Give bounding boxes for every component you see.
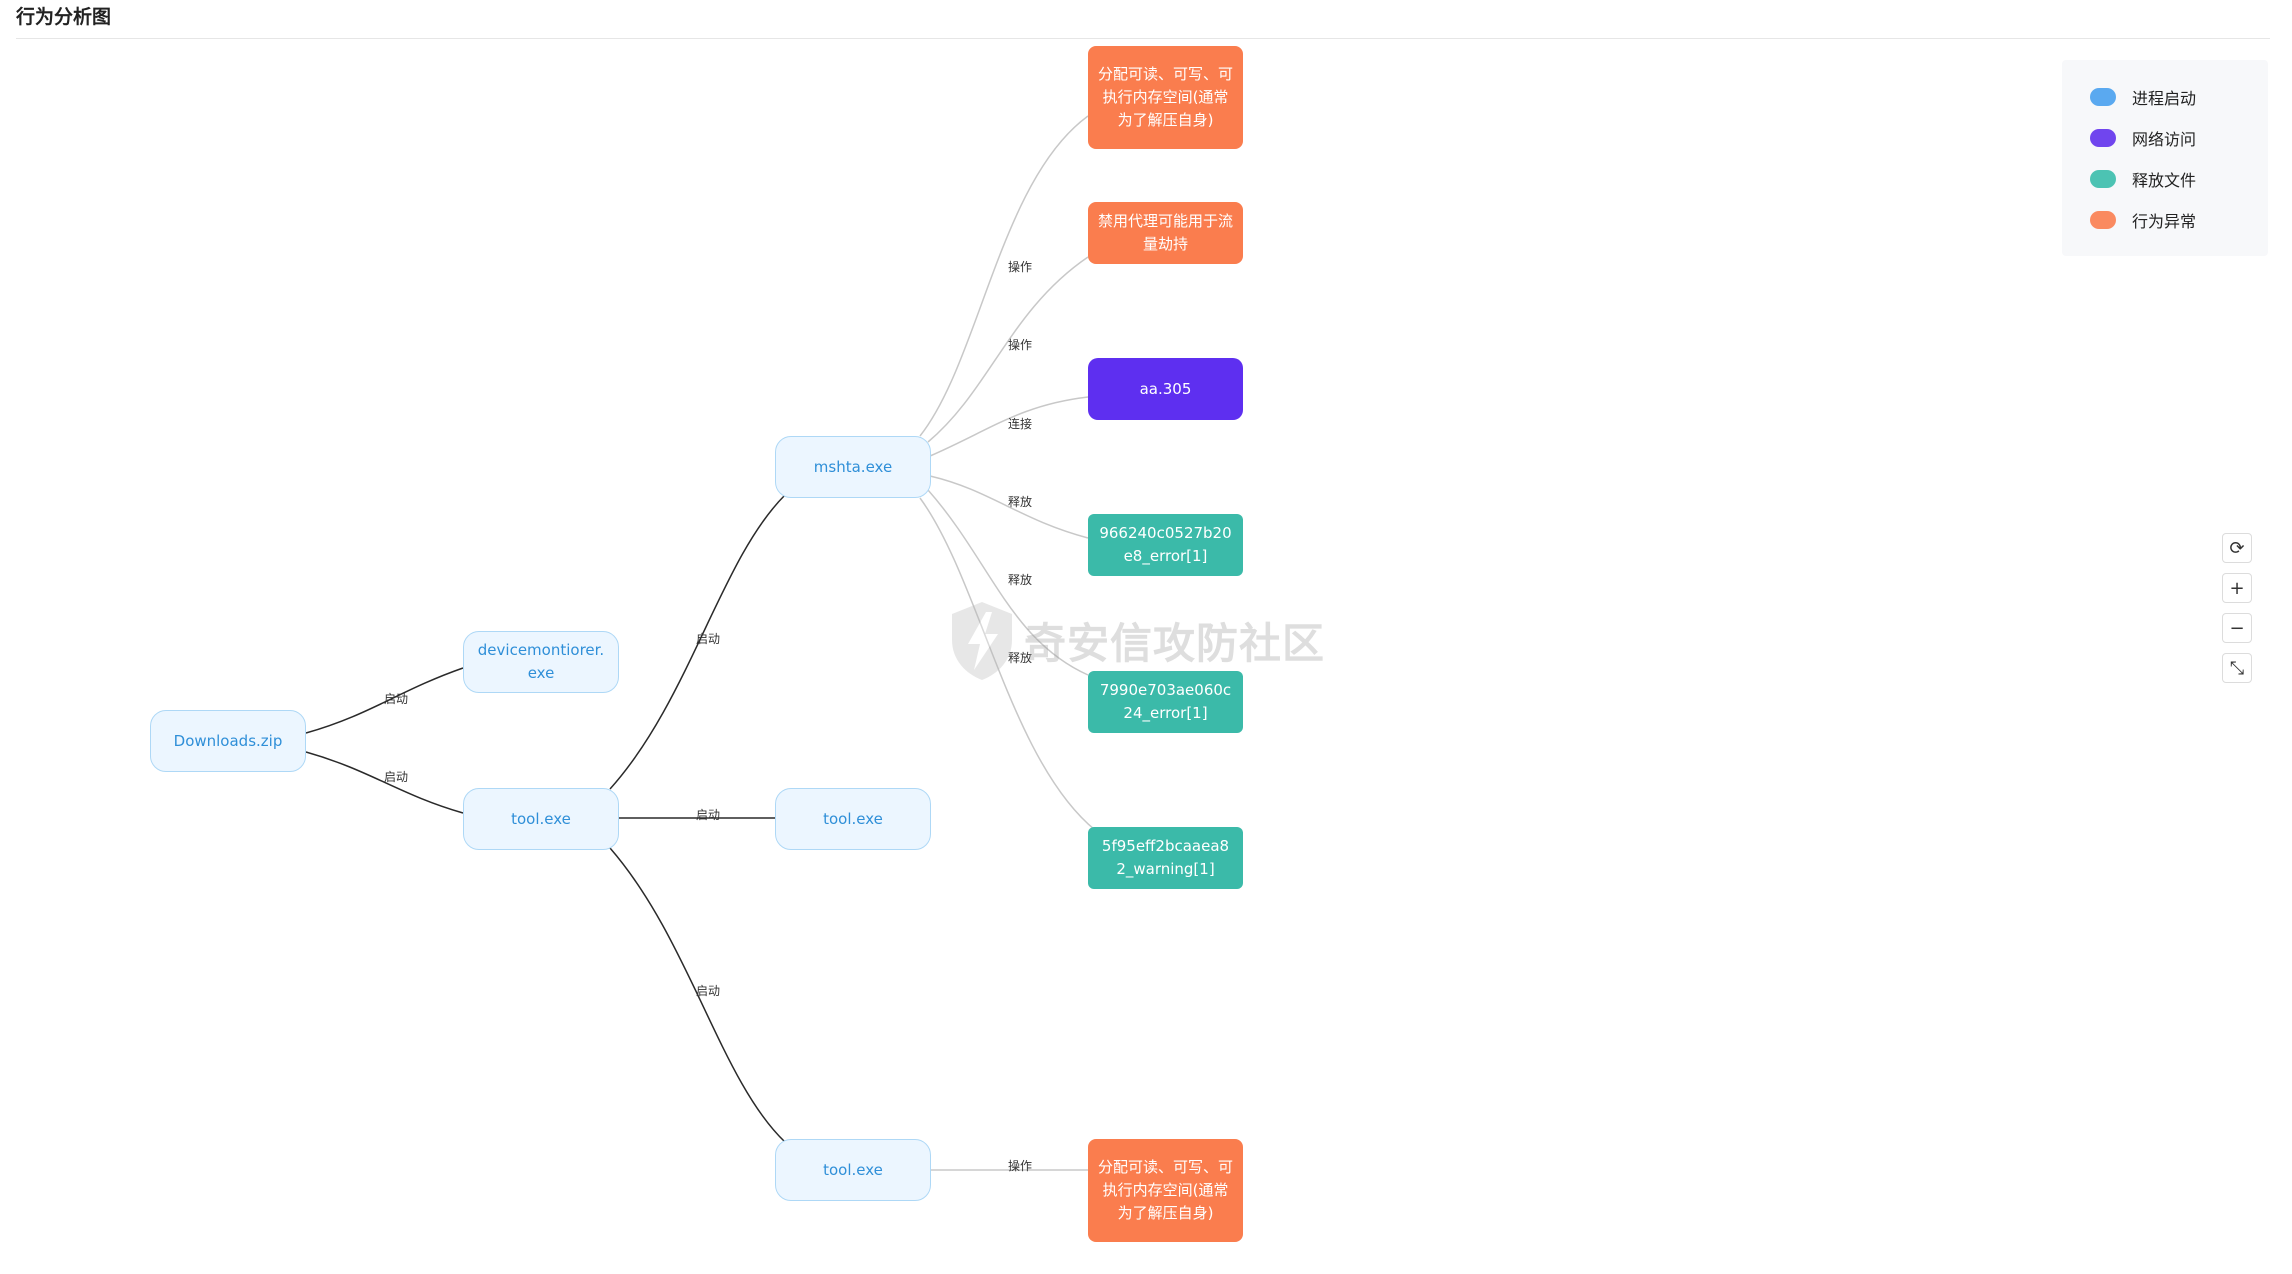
legend-item-behavior-anomaly[interactable]: 行为异常: [2090, 207, 2196, 233]
edge-label: 释放: [1008, 650, 1032, 665]
edge-mshta-file1: [929, 475, 1089, 539]
zoom-out-button[interactable]: −: [2222, 613, 2252, 643]
edge-mshta-proxy: [927, 256, 1089, 443]
zoom-in-icon: +: [2229, 577, 2245, 599]
node-tool-exe[interactable]: tool.exe: [463, 788, 619, 850]
edge-label: 释放: [1008, 494, 1032, 509]
zoom-in-button[interactable]: +: [2222, 573, 2252, 603]
collapse-icon: ⤡: [2229, 657, 2245, 679]
edge-label: 操作: [1008, 259, 1032, 274]
legend-label: 行为异常: [2132, 212, 2197, 231]
zoom-out-icon: −: [2229, 617, 2245, 639]
node-mshta-exe[interactable]: mshta.exe: [775, 436, 931, 498]
edge-mshta-file2: [927, 489, 1089, 676]
edge-label: 启动: [696, 632, 720, 646]
legend: 进程启动 网络访问 释放文件 行为异常: [2062, 60, 2268, 256]
edge-tool-tool3: [609, 847, 786, 1143]
watermark: 奇安信攻防社区: [946, 598, 1325, 682]
edge-label: 启动: [696, 808, 720, 822]
collapse-button[interactable]: ⤡: [2222, 653, 2252, 683]
legend-label: 进程启动: [2132, 89, 2197, 108]
legend-item-process-start[interactable]: 进程启动: [2090, 84, 2196, 110]
node-downloads-zip[interactable]: Downloads.zip: [150, 710, 306, 772]
edge-label: 操作: [1008, 337, 1032, 352]
legend-swatch: [2090, 88, 2116, 106]
node-devicemontiorer[interactable]: devicemontiorer.exe: [463, 631, 619, 693]
node-network-host[interactable]: aa.305: [1088, 358, 1243, 420]
node-anomaly-memory[interactable]: 分配可读、可写、可执行内存空间(通常为了解压自身): [1088, 46, 1243, 149]
edge-label: 释放: [1008, 572, 1032, 587]
edge-label: 启动: [384, 692, 408, 706]
legend-item-network-access[interactable]: 网络访问: [2090, 125, 2196, 151]
edge-label: 启动: [384, 770, 408, 784]
edge-downloads-tool: [305, 751, 464, 814]
edge-label: 操作: [1008, 1158, 1032, 1173]
node-file[interactable]: 5f95eff2bcaaea82_warning[1]: [1088, 827, 1243, 889]
edge-mshta-file3: [919, 497, 1096, 831]
legend-swatch: [2090, 129, 2116, 147]
legend-label: 网络访问: [2132, 130, 2197, 149]
edge-mshta-network: [929, 396, 1089, 457]
edge-tool-mshta: [609, 494, 786, 790]
legend-swatch: [2090, 211, 2116, 229]
legend-swatch: [2090, 170, 2116, 188]
edge-label: 启动: [696, 984, 720, 998]
title-divider: [16, 38, 2270, 39]
node-tool-exe[interactable]: tool.exe: [775, 788, 931, 850]
watermark-logo-icon: [952, 602, 1012, 680]
node-file[interactable]: 7990e703ae060c24_error[1]: [1088, 671, 1243, 733]
legend-label: 释放文件: [2132, 171, 2197, 190]
node-tool-exe[interactable]: tool.exe: [775, 1139, 931, 1201]
refresh-icon: ⟳: [2229, 537, 2245, 559]
node-anomaly-memory[interactable]: 分配可读、可写、可执行内存空间(通常为了解压自身): [1088, 1139, 1243, 1242]
refresh-button[interactable]: ⟳: [2222, 533, 2252, 563]
legend-item-file-release[interactable]: 释放文件: [2090, 166, 2196, 192]
node-file[interactable]: 966240c0527b20e8_error[1]: [1088, 514, 1243, 576]
node-anomaly-proxy[interactable]: 禁用代理可能用于流量劫持: [1088, 202, 1243, 264]
edge-label: 连接: [1008, 416, 1032, 431]
edge-downloads-devicemontiorer: [305, 667, 464, 734]
page-title: 行为分析图: [16, 6, 112, 28]
watermark-text: 奇安信攻防社区: [1024, 618, 1326, 668]
edge-mshta-mem1: [919, 115, 1089, 437]
